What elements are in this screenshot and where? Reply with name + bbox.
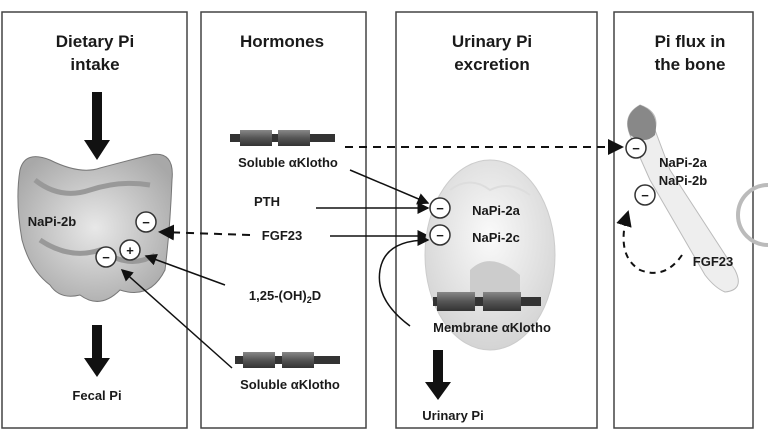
bone-illustration [627, 104, 739, 293]
svg-text:−: − [142, 215, 150, 230]
napi-2b-bone-label: NaPi-2b [659, 173, 707, 188]
napi-2a-kidney-label: NaPi-2a [472, 203, 520, 218]
svg-text:−: − [641, 188, 649, 203]
soluble-klotho-top-label: Soluble αKlotho [238, 155, 338, 170]
dietary-title-line2: intake [70, 55, 119, 74]
napi-2b-label: NaPi-2b [28, 214, 76, 229]
intestine-inhibit-klotho-icon: − [95, 246, 117, 268]
membrane-klotho-label: Membrane αKlotho [433, 320, 551, 335]
hormones-title: Hormones [240, 32, 324, 51]
intake-arrow [84, 92, 110, 160]
svg-text:+: + [126, 243, 134, 258]
edge-circle-fragment [736, 183, 768, 247]
soluble-klotho-protein-bottom [235, 352, 340, 368]
dietary-title-line1: Dietary Pi [56, 32, 134, 51]
soluble-klotho-bottom-label: Soluble αKlotho [240, 377, 340, 392]
panel-hormones-frame [200, 11, 367, 429]
svg-text:−: − [436, 201, 444, 216]
bone-title-line2: the bone [655, 55, 726, 74]
fecal-pi-label: Fecal Pi [72, 388, 121, 403]
panel-dietary-frame [1, 11, 188, 429]
fgf23-bone-label: FGF23 [693, 254, 733, 269]
urinary-pi-label: Urinary Pi [422, 408, 483, 423]
kidney-inhibit-fgf23-icon: − [429, 224, 451, 246]
membrane-klotho-protein [433, 292, 541, 311]
fecal-arrow [84, 325, 110, 377]
intestine-illustration [17, 153, 173, 302]
panel-bone-frame [613, 11, 754, 429]
napi-2c-kidney-label: NaPi-2c [472, 230, 520, 245]
urinary-arrow [425, 350, 451, 400]
panel-urinary-frame [395, 11, 598, 429]
napi-2a-bone-label: NaPi-2a [659, 155, 707, 170]
urinary-title-line2: excretion [454, 55, 530, 74]
soluble-klotho-protein-top [230, 130, 335, 146]
soluble-klotho-to-intestine-arrow [120, 269, 233, 369]
svg-text:−: − [102, 250, 110, 265]
bone-title-line1: Pi flux in [655, 32, 726, 51]
fgf23-feedback-dashed-arrow [616, 210, 683, 274]
svg-text:−: − [632, 141, 640, 156]
kidney-inhibit-pth-icon: − [429, 197, 451, 219]
bone-inhibit-fgf23-icon: − [634, 184, 656, 206]
membrane-klotho-curved-arrow [378, 234, 430, 327]
fgf23-label: FGF23 [262, 228, 302, 243]
intestine-stimulate-vitd-icon: + [119, 239, 141, 261]
urinary-title-line1: Urinary Pi [452, 32, 532, 51]
vitamin-d-arrow [144, 253, 226, 286]
svg-text:−: − [436, 228, 444, 243]
klotho-to-kidney-arrow [349, 169, 430, 205]
pth-label: PTH [254, 194, 280, 209]
bone-inhibit-klotho-icon: − [625, 137, 647, 159]
intestine-inhibit-fgf23-icon: − [135, 211, 157, 233]
fgf23-to-intestine-dashed-arrow [158, 224, 251, 241]
vitamin-d-label: 1,25-(OH)2D [249, 288, 321, 305]
